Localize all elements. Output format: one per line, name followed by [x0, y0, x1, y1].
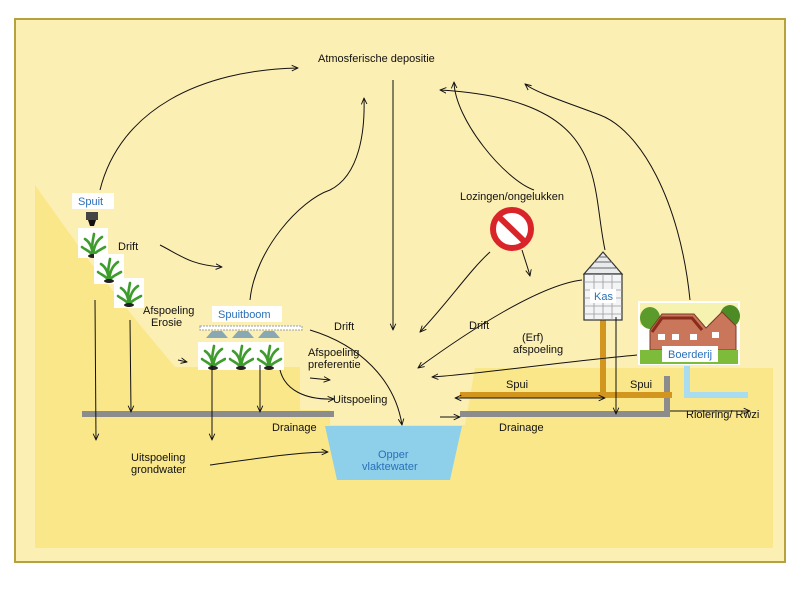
uitspoeling-gw-label-2: grondwater: [131, 464, 186, 476]
afspoeling-pref-label-1: Afspoeling: [308, 347, 359, 359]
sewer-riser: [684, 366, 690, 396]
spui-label-2: Spui: [630, 379, 652, 391]
spuitboom-label-box: [212, 306, 282, 322]
drift-left-label: Drift: [118, 241, 138, 253]
left-hill: [35, 185, 330, 425]
spui-label-1: Spui: [506, 379, 528, 391]
afspoeling-pref-label-2: preferentie: [308, 359, 361, 371]
boerderij-label: Boerderij: [668, 349, 712, 361]
drainage-pipe-left: [82, 411, 334, 417]
spray-boom-icon: [199, 325, 303, 338]
drift-right-label: Drift: [469, 320, 489, 332]
drift-mid-label: Drift: [334, 321, 354, 333]
spui-pipe: [460, 392, 672, 398]
spuit-label-box: [72, 193, 114, 209]
no-entry-icon: [490, 207, 534, 251]
afspoeling-label: Afspoeling: [143, 305, 194, 317]
kas-label: Kas: [594, 291, 613, 303]
drainage-right-label: Drainage: [499, 422, 544, 434]
erf-label-1: (Erf): [522, 332, 543, 344]
surface-water: [325, 426, 462, 480]
spuitboom-label: Spuitboom: [218, 309, 271, 321]
riolering-label: Riolering/ Rwzi: [686, 409, 759, 421]
drainage-pipe-right: [460, 411, 670, 417]
sprayer-icon: [86, 212, 98, 226]
water-label-1: Opper: [378, 449, 409, 461]
lozingen-label: Lozingen/ongelukken: [460, 191, 564, 203]
sewer-pipe: [684, 392, 748, 398]
greenhouse-pipe: [600, 318, 606, 396]
spuit-label: Spuit: [78, 196, 103, 208]
erf-label-2: afspoeling: [513, 344, 563, 356]
drainage-left-label: Drainage: [272, 422, 317, 434]
atmos-label: Atmosferische depositie: [318, 53, 435, 65]
water-label-2: vlaktewater: [362, 461, 418, 473]
flow-arrows: [95, 68, 750, 466]
erosie-label: Erosie: [151, 317, 182, 329]
uitspoeling-gw-label-1: Uitspoeling: [131, 452, 185, 464]
uitspoeling-label: Uitspoeling: [333, 394, 387, 406]
